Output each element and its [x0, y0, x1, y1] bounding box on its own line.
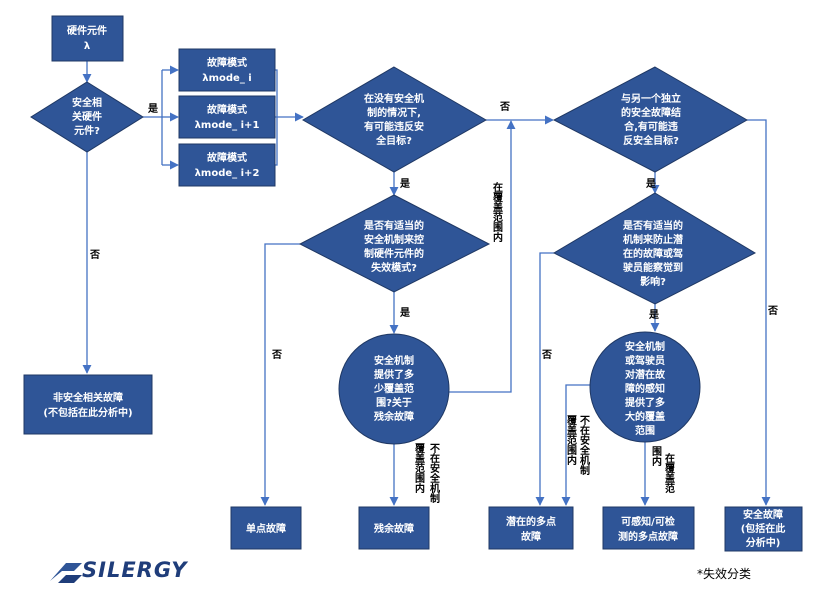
- circle-coverage-latent: 安全机制 或驾驶员 对潜在故 障的感知 提供了多 大的覆盖 范围: [589, 331, 701, 443]
- decision-mechanism-line4: 失效模式?: [371, 261, 417, 274]
- decision-prevent-latent-line2: 机制来防止潜: [623, 233, 684, 246]
- node-mode-i1-line1: 故障模式: [207, 103, 247, 116]
- decision-violate-combined-line4: 反安全目标?: [623, 134, 679, 147]
- decision-violate-alone-line1: 在没有安全机: [364, 92, 424, 105]
- label-no-q2: 否: [499, 101, 510, 113]
- decision-prevent-latent-line3: 在的故障或驾: [623, 247, 683, 260]
- circle-coverage-latent-line6: 大的覆盖: [625, 410, 665, 423]
- node-detected-mpf-line2: 测的多点故障: [618, 530, 678, 543]
- node-residual: 残余故障: [358, 506, 430, 550]
- circle-coverage-residual: 安全机制 提供了多 少覆盖范 围?关于 残余故障: [338, 333, 450, 445]
- label-yes-q3: 是: [399, 307, 410, 319]
- label-no-q4: 否: [767, 305, 778, 317]
- label-coverage-range: 覆盖范围内: [413, 443, 425, 494]
- circle-coverage-residual-line4: 围?关于: [376, 396, 412, 409]
- label-yes-q5: 是: [648, 309, 659, 321]
- node-mode-i-line2: λmode_ i: [202, 73, 251, 84]
- decision-prevent-latent-line1: 是否有适当的: [622, 219, 683, 232]
- decision-violate-alone-line4: 全目标?: [375, 134, 412, 147]
- node-mode-i: 故障模式 λmode_ i: [178, 48, 276, 92]
- logo-mark-top: [50, 563, 82, 581]
- node-mode-i2-line1: 故障模式: [207, 151, 247, 164]
- label-yes-q1: 是: [147, 103, 158, 115]
- node-component-line1: 硬件元件: [67, 24, 107, 37]
- label-no-q1: 否: [89, 249, 100, 261]
- node-latent-mpf-line1: 潜在的多点: [506, 515, 556, 528]
- decision-violate-alone: 在没有安全机 制的情况下, 有可能违反安 全目标?: [301, 66, 488, 173]
- label-in-cover-frag: 在覆盖范: [663, 452, 675, 494]
- circle-coverage-latent-line3: 对潜在故: [625, 368, 666, 381]
- node-non-safety: 非安全相关故障 (不包括在此分析中): [23, 374, 153, 435]
- logo-mark-bottom: [58, 575, 82, 583]
- circle-coverage-latent-line4: 障的感知: [625, 382, 665, 395]
- edge-labels: 是 否 否 是 否 是 是 否 否 是 在覆盖范围内 不在安全机制 覆盖范围内 …: [89, 101, 778, 504]
- label-in-coverage: 在覆盖范围内: [491, 181, 503, 243]
- label-range-in: 围内: [650, 446, 662, 467]
- label-not-in-mechanism: 不在安全机制: [428, 443, 441, 504]
- circle-coverage-residual-line5: 残余故障: [374, 410, 414, 423]
- decision-safety-related-line1: 安全相: [72, 96, 102, 109]
- circle-coverage-latent-line7: 范围: [635, 424, 655, 437]
- node-non-safety-line1: 非安全相关故障: [53, 391, 123, 404]
- node-safe-fault-line3: 分析中): [746, 536, 781, 549]
- decision-safety-related-line2: 关硬件: [72, 110, 102, 123]
- circle-coverage-residual-line3: 少覆盖范: [373, 382, 414, 395]
- circle-coverage-residual-line1: 安全机制: [374, 354, 414, 367]
- node-mode-i-line1: 故障模式: [207, 56, 247, 69]
- decision-mechanism-line3: 制硬件元件的: [364, 247, 424, 260]
- arrow-q4-no: [747, 119, 771, 506]
- decision-violate-alone-line3: 有可能违反安: [364, 120, 424, 133]
- circle-coverage-residual-line2: 提供了多: [374, 368, 414, 381]
- arrow-q5-no: [535, 252, 554, 506]
- node-mode-i1-line2: λmode_ i+1: [195, 120, 260, 131]
- decision-violate-combined-line3: 合,有可能违: [623, 120, 678, 133]
- decision-violate-alone-line2: 制的情况下,: [367, 106, 421, 119]
- node-latent-mpf-line2: 故障: [521, 530, 541, 543]
- node-detected-mpf: 可感知/可检 测的多点故障: [602, 506, 695, 550]
- label-coverage-range-2: 覆盖范围内: [565, 415, 577, 466]
- decision-violate-combined-line2: 的安全故障结: [621, 106, 681, 119]
- arrow-q3-no: [260, 243, 300, 506]
- node-detected-mpf-line1: 可感知/可检: [621, 515, 675, 528]
- node-mode-i2: 故障模式 λmode_ i+2: [178, 143, 276, 187]
- label-no-q3: 否: [271, 349, 282, 361]
- label-not-in-mechanism-2: 不在安全机制: [578, 415, 591, 476]
- node-non-safety-line2: (不包括在此分析中): [43, 406, 132, 419]
- node-single-point: 单点故障: [230, 506, 302, 550]
- node-latent-mpf: 潜在的多点 故障: [488, 506, 574, 550]
- decision-mechanism-line2: 安全机制来控: [364, 233, 424, 246]
- arrow-coverage-back: [446, 120, 516, 393]
- node-component: 硬件元件 λ: [51, 15, 124, 62]
- decision-violate-combined: 与另一个独立 的安全故障结 合,有可能违 反安全目标?: [552, 66, 749, 173]
- silergy-logo: [50, 563, 82, 583]
- node-mode-i1: 故障模式 λmode_ i+1: [178, 95, 276, 139]
- decision-safety-related-line3: 元件?: [74, 124, 100, 137]
- node-safe-fault: 安全故障 (包括在此 分析中): [724, 506, 803, 552]
- decision-violate-combined-line1: 与另一个独立: [621, 92, 681, 105]
- decision-prevent-latent: 是否有适当的 机制来防止潜 在的故障或驾 驶员能察觉到 影响?: [552, 192, 757, 305]
- circle-coverage-latent-line2: 或驾驶员: [625, 354, 665, 367]
- connectors: [82, 61, 771, 506]
- circle-coverage-latent-line5: 提供了多: [625, 396, 665, 409]
- footnote: *失效分类: [697, 567, 752, 581]
- node-safe-fault-line2: (包括在此: [741, 522, 786, 535]
- circle-coverage-latent-line1: 安全机制: [625, 340, 665, 353]
- decision-mechanism: 是否有适当的 安全机制来控 制硬件元件的 失效模式?: [298, 194, 491, 293]
- decision-prevent-latent-line4: 驶员能察觉到: [623, 261, 683, 274]
- node-safe-fault-line1: 安全故障: [743, 508, 783, 521]
- decision-safety-related: 安全相 关硬件 元件?: [30, 81, 144, 153]
- arrow-to-latent: [561, 384, 600, 506]
- decision-mechanism-line1: 是否有适当的: [363, 219, 424, 232]
- node-single-point-label: 单点故障: [246, 522, 286, 535]
- decision-prevent-latent-line5: 影响?: [640, 275, 666, 288]
- label-yes-q2: 是: [399, 178, 410, 190]
- node-mode-i2-line2: λmode_ i+2: [195, 168, 260, 179]
- logo-text: SILERGY: [82, 558, 188, 582]
- label-yes-q4: 是: [645, 178, 656, 190]
- node-component-line2: λ: [84, 41, 91, 52]
- label-no-q5: 否: [541, 349, 552, 361]
- node-residual-label: 残余故障: [374, 522, 414, 535]
